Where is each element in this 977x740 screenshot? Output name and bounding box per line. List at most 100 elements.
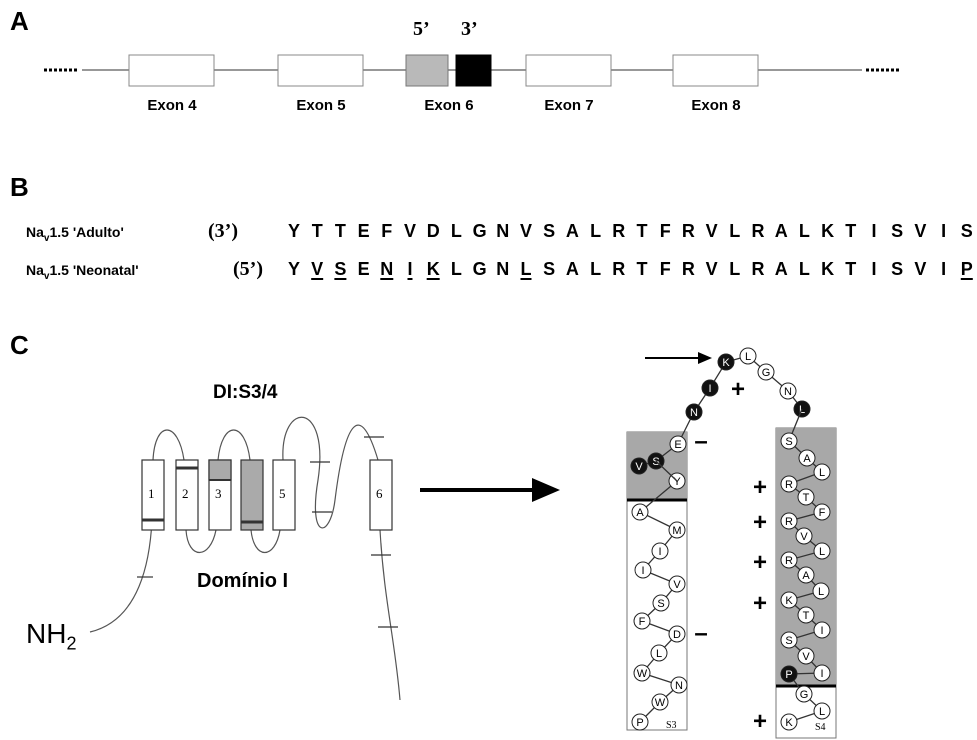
- charge-mark: +: [753, 474, 767, 501]
- charge-mark: –: [694, 620, 707, 647]
- residue-letter: R: [785, 479, 793, 491]
- residue-bead: L: [814, 703, 830, 719]
- charge-mark: +: [753, 590, 767, 617]
- residue-letter: I: [641, 565, 644, 577]
- residue-letter: K: [722, 357, 730, 369]
- residue-bead: W: [634, 665, 650, 681]
- residue-bead: N: [780, 383, 796, 399]
- residue-letter: V: [800, 531, 808, 543]
- charge-mark: +: [753, 708, 767, 735]
- residue-bead: A: [799, 450, 815, 466]
- residue-bead: A: [798, 567, 814, 583]
- residue-letter: A: [802, 570, 810, 582]
- residue-letter: I: [708, 383, 711, 395]
- residue-bead: I: [652, 543, 668, 559]
- residue-bead: S: [653, 595, 669, 611]
- residue-letter: L: [819, 706, 825, 718]
- residue-bead: A: [632, 504, 648, 520]
- residue-letter: I: [658, 546, 661, 558]
- residue-letter: A: [636, 507, 644, 519]
- residue-bead: L: [651, 645, 667, 661]
- charge-marks: ––++++++: [694, 376, 767, 735]
- charge-mark: +: [753, 509, 767, 536]
- residue-letter: I: [820, 668, 823, 680]
- nh2-label-main: NH: [26, 618, 66, 649]
- residue-letter: V: [673, 579, 681, 591]
- residue-letter: P: [785, 669, 792, 681]
- residue-letter: W: [655, 697, 666, 709]
- residue-bead: L: [740, 348, 756, 364]
- residue-bead: I: [814, 665, 830, 681]
- residue-letter: I: [820, 625, 823, 637]
- segment-label-6: 6: [376, 486, 383, 502]
- residue-bead: P: [632, 714, 648, 730]
- residue-letter: D: [673, 629, 681, 641]
- domain-label: Domínio I: [197, 570, 288, 593]
- charge-mark: +: [753, 549, 767, 576]
- residue-letter: K: [785, 595, 793, 607]
- residue-bead: G: [796, 686, 812, 702]
- residue-letter: G: [800, 689, 809, 701]
- charge-mark: +: [731, 376, 745, 403]
- residue-bead: V: [669, 576, 685, 592]
- residue-bead: N: [686, 404, 702, 420]
- residue-bead: W: [652, 694, 668, 710]
- residue-bead: K: [781, 592, 797, 608]
- residue-bead: I: [635, 562, 651, 578]
- residue-letter: T: [803, 610, 810, 622]
- loop-pointer-arrow: [645, 352, 712, 364]
- residue-letter: N: [784, 386, 792, 398]
- residue-bead: K: [781, 714, 797, 730]
- residue-bead: V: [796, 528, 812, 544]
- residue-bead: R: [781, 476, 797, 492]
- residue-letter: F: [639, 616, 646, 628]
- residue-letter: S: [657, 598, 664, 610]
- residue-bead: I: [814, 622, 830, 638]
- segment-label-5: 5: [279, 486, 286, 502]
- charge-mark: –: [694, 428, 707, 455]
- residue-bead: F: [634, 613, 650, 629]
- residue-bead: T: [798, 607, 814, 623]
- residue-bead: V: [631, 458, 647, 474]
- residue-bead: G: [758, 364, 774, 380]
- transmembrane-segments: [142, 460, 392, 530]
- residue-bead: L: [814, 543, 830, 559]
- topology-title: DI:S3/4: [213, 382, 277, 404]
- nh2-label-sub: 2: [66, 634, 76, 654]
- residue-letter: M: [672, 525, 681, 537]
- residue-bead: T: [798, 489, 814, 505]
- residue-bead: F: [814, 504, 830, 520]
- residue-letter: P: [636, 717, 643, 729]
- residue-letter: N: [675, 680, 683, 692]
- residue-letter: L: [819, 467, 825, 479]
- residue-letter: L: [656, 648, 662, 660]
- residue-letter: E: [674, 439, 681, 451]
- residue-bead: P: [781, 666, 797, 682]
- residue-letter: F: [819, 507, 826, 519]
- main-arrow: [420, 478, 560, 502]
- residue-letter: K: [785, 717, 793, 729]
- residue-letter: L: [745, 351, 751, 363]
- residue-bead: N: [671, 677, 687, 693]
- residue-letter: R: [785, 516, 793, 528]
- residue-letter: L: [819, 546, 825, 558]
- residue-bead: R: [781, 513, 797, 529]
- segment-label-3: 3: [215, 486, 222, 502]
- residue-letter: S: [785, 635, 792, 647]
- residue-bead: E: [670, 436, 686, 452]
- segment-label-2: 2: [182, 486, 189, 502]
- s3-label: S3: [666, 720, 677, 731]
- residue-bead: V: [798, 648, 814, 664]
- residue-bead: M: [669, 522, 685, 538]
- residue-letter: T: [803, 492, 810, 504]
- residue-bead: S: [781, 632, 797, 648]
- residue-letter: A: [803, 453, 811, 465]
- residue-letter: S: [785, 436, 792, 448]
- residue-letter: W: [637, 668, 648, 680]
- residue-letter: S: [652, 456, 659, 468]
- residue-bead: R: [781, 552, 797, 568]
- segment-label-1: 1: [148, 486, 155, 502]
- residue-bead: D: [669, 626, 685, 642]
- residue-letter: R: [785, 555, 793, 567]
